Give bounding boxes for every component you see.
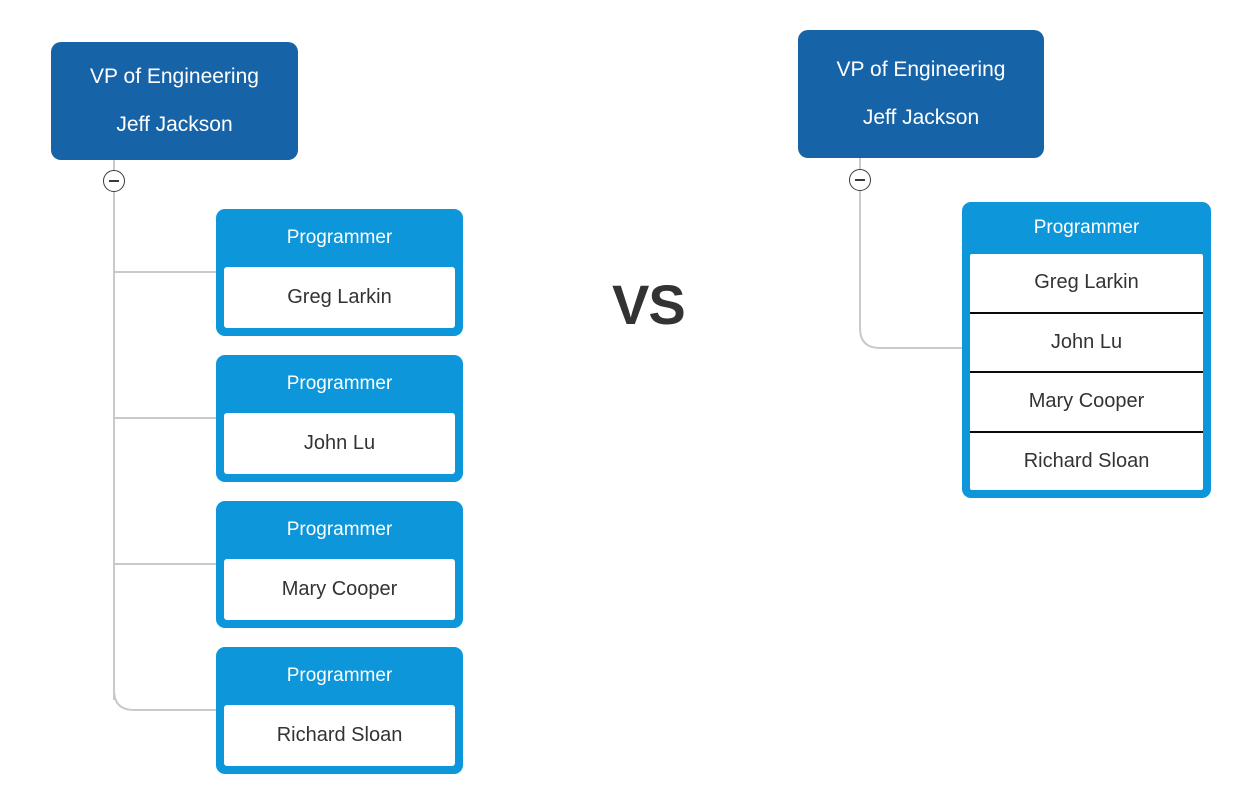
list-item[interactable]: Mary Cooper	[970, 371, 1203, 431]
left-root-node[interactable]: VP of Engineering Jeff Jackson	[51, 42, 298, 160]
left-root-name: Jeff Jackson	[116, 113, 233, 136]
left-person-card-4[interactable]: Programmer Richard Sloan	[216, 647, 463, 774]
left-root-title: VP of Engineering	[90, 65, 259, 88]
right-root-name: Jeff Jackson	[862, 106, 980, 129]
right-root-node[interactable]: VP of Engineering Jeff Jackson	[798, 30, 1044, 158]
list-item[interactable]: Greg Larkin	[1034, 271, 1139, 294]
left-person-card-4-title: Programmer	[286, 665, 393, 686]
left-collapse-toggle-icon[interactable]	[103, 170, 125, 192]
right-group-title: Programmer	[1033, 217, 1140, 238]
left-person-card-3[interactable]: Programmer Mary Cooper	[216, 501, 463, 628]
minus-icon	[855, 179, 865, 181]
minus-icon	[109, 180, 119, 182]
left-person-card-2-name: John Lu	[224, 413, 455, 474]
list-item[interactable]: John Lu	[970, 311, 1203, 372]
right-grouped-person-card[interactable]: Programmer Greg Larkin John Lu Mary Coop…	[962, 202, 1211, 498]
vs-label: VS	[612, 273, 686, 336]
left-person-card-3-title: Programmer	[286, 519, 393, 540]
list-item[interactable]: Richard Sloan	[970, 430, 1203, 491]
left-person-card-2-title: Programmer	[286, 373, 393, 394]
right-group-member-list: Greg Larkin John Lu Mary Cooper Richard …	[970, 254, 1203, 490]
left-person-card-2[interactable]: Programmer John Lu	[216, 355, 463, 482]
left-person-card-1[interactable]: Programmer Greg Larkin	[216, 209, 463, 336]
right-root-title: VP of Engineering	[836, 58, 1006, 81]
left-person-card-1-title: Programmer	[286, 227, 393, 248]
left-person-card-4-name: Richard Sloan	[224, 705, 455, 766]
right-collapse-toggle-icon[interactable]	[849, 169, 871, 191]
left-person-card-1-name: Greg Larkin	[224, 267, 455, 328]
left-person-card-3-name: Mary Cooper	[224, 559, 455, 620]
